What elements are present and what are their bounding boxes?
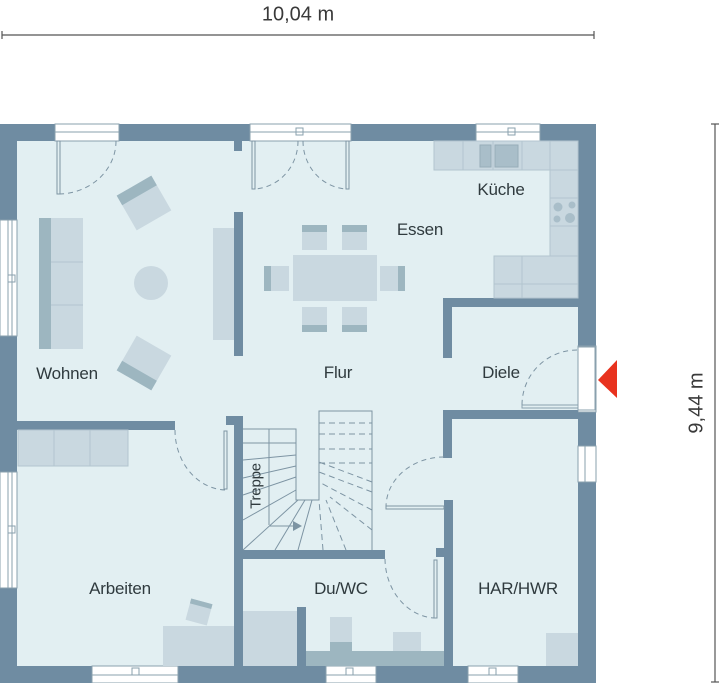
sink-icon (479, 144, 519, 168)
room-label-diele: Diele (482, 363, 520, 382)
tv-sideboard (213, 228, 234, 340)
room-label-treppe: Treppe (247, 463, 265, 509)
doors (56, 140, 445, 619)
stove-icon (553, 201, 576, 223)
entrance-triangle-icon (598, 360, 617, 398)
coffee-table (134, 266, 168, 300)
inner-walls (17, 141, 578, 683)
room-label-flur: Flur (323, 363, 353, 382)
armchair-top (116, 175, 172, 231)
toilet (330, 617, 352, 652)
stair-direction-arrow-icon (293, 521, 302, 531)
room-label-essen: Essen (396, 220, 444, 239)
armchair-bottom (116, 335, 172, 391)
room-label-harhwr: HAR/HWR (478, 579, 558, 598)
room-label-wohnen: Wohnen (36, 364, 98, 383)
shower (243, 611, 297, 666)
staircase (242, 410, 373, 551)
washbasin (393, 632, 421, 651)
room-label-duwc: Du/WC (314, 579, 368, 598)
floor-area (0, 124, 596, 683)
room-label-kueche: Küche (477, 180, 525, 199)
office-chair (185, 598, 213, 626)
bath-counter (306, 651, 444, 666)
dining-table (264, 225, 405, 332)
sofa (39, 218, 83, 349)
width-dimension-label: 10,04 m (261, 3, 335, 26)
entrance-door (521, 346, 596, 411)
desk (163, 626, 234, 666)
height-dimension-label: 9,44 m (685, 372, 708, 434)
office-shelf (17, 429, 129, 467)
width-dimension-line (1, 31, 595, 39)
window-frames (7, 127, 586, 676)
room-label-arbeiten: Arbeiten (89, 579, 151, 598)
height-dimension-line (711, 123, 719, 683)
utility-unit (546, 633, 578, 666)
